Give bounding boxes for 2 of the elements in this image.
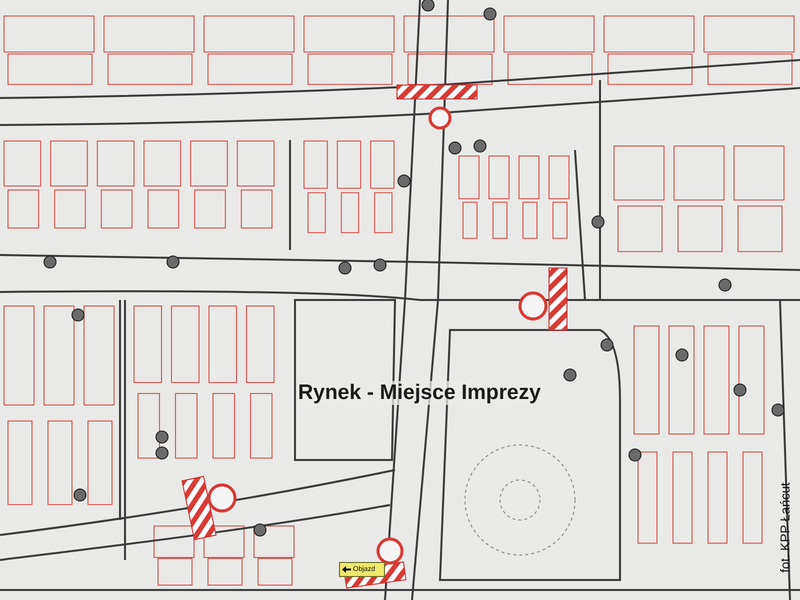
photo-credit: fot. KPP Łańcut [778, 481, 792, 575]
map-title: Rynek - Miejsce Imprezy [296, 381, 543, 405]
